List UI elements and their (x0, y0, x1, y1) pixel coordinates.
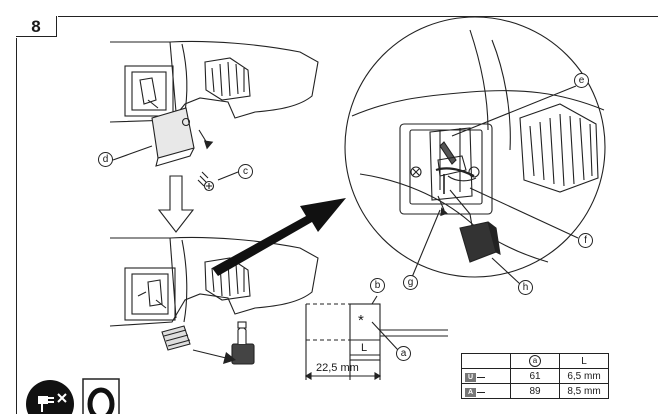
callout-f: f (578, 233, 593, 248)
row-badge: U (461, 368, 511, 384)
row-L-value: 8,5 mm (559, 383, 609, 399)
asterisk-mark: * (358, 312, 364, 329)
table-row: U 61 6,5 mm (461, 368, 609, 384)
callout-h: h (518, 280, 533, 295)
row-a-value: 89 (510, 383, 560, 399)
manual-icon (82, 378, 120, 414)
tool-top-illustration (109, 40, 319, 192)
detail-magnifier (344, 16, 606, 278)
callout-b: b (370, 278, 385, 293)
table-header-a: a (510, 353, 560, 369)
callout-d: d (98, 152, 113, 167)
frame-top-rule (58, 16, 658, 17)
overall-dimension: 22,5 mm (316, 362, 359, 374)
unplug-icon (26, 380, 74, 414)
table-header-blank (461, 353, 511, 369)
tool-bottom-illustration (109, 236, 319, 365)
callout-c: c (238, 164, 253, 179)
table-row: A 89 8,5 mm (461, 383, 609, 399)
figure-number: 8 (16, 16, 57, 37)
brush-spec-table: a L U 61 6,5 mm A 89 8,5 mm (461, 353, 609, 399)
length-label: L (361, 342, 368, 354)
callout-e: e (574, 73, 589, 88)
brush-dimension-drawing (304, 295, 448, 380)
callout-g: g (403, 275, 418, 290)
table-header-L: L (559, 353, 609, 369)
table-header-row: a L (461, 353, 609, 369)
detail-illustration (351, 29, 605, 263)
row-L-value: 6,5 mm (559, 368, 609, 384)
row-a-value: 61 (510, 368, 560, 384)
callout-a: a (396, 346, 411, 361)
row-badge: A (461, 383, 511, 399)
frame-left-rule (16, 38, 17, 414)
